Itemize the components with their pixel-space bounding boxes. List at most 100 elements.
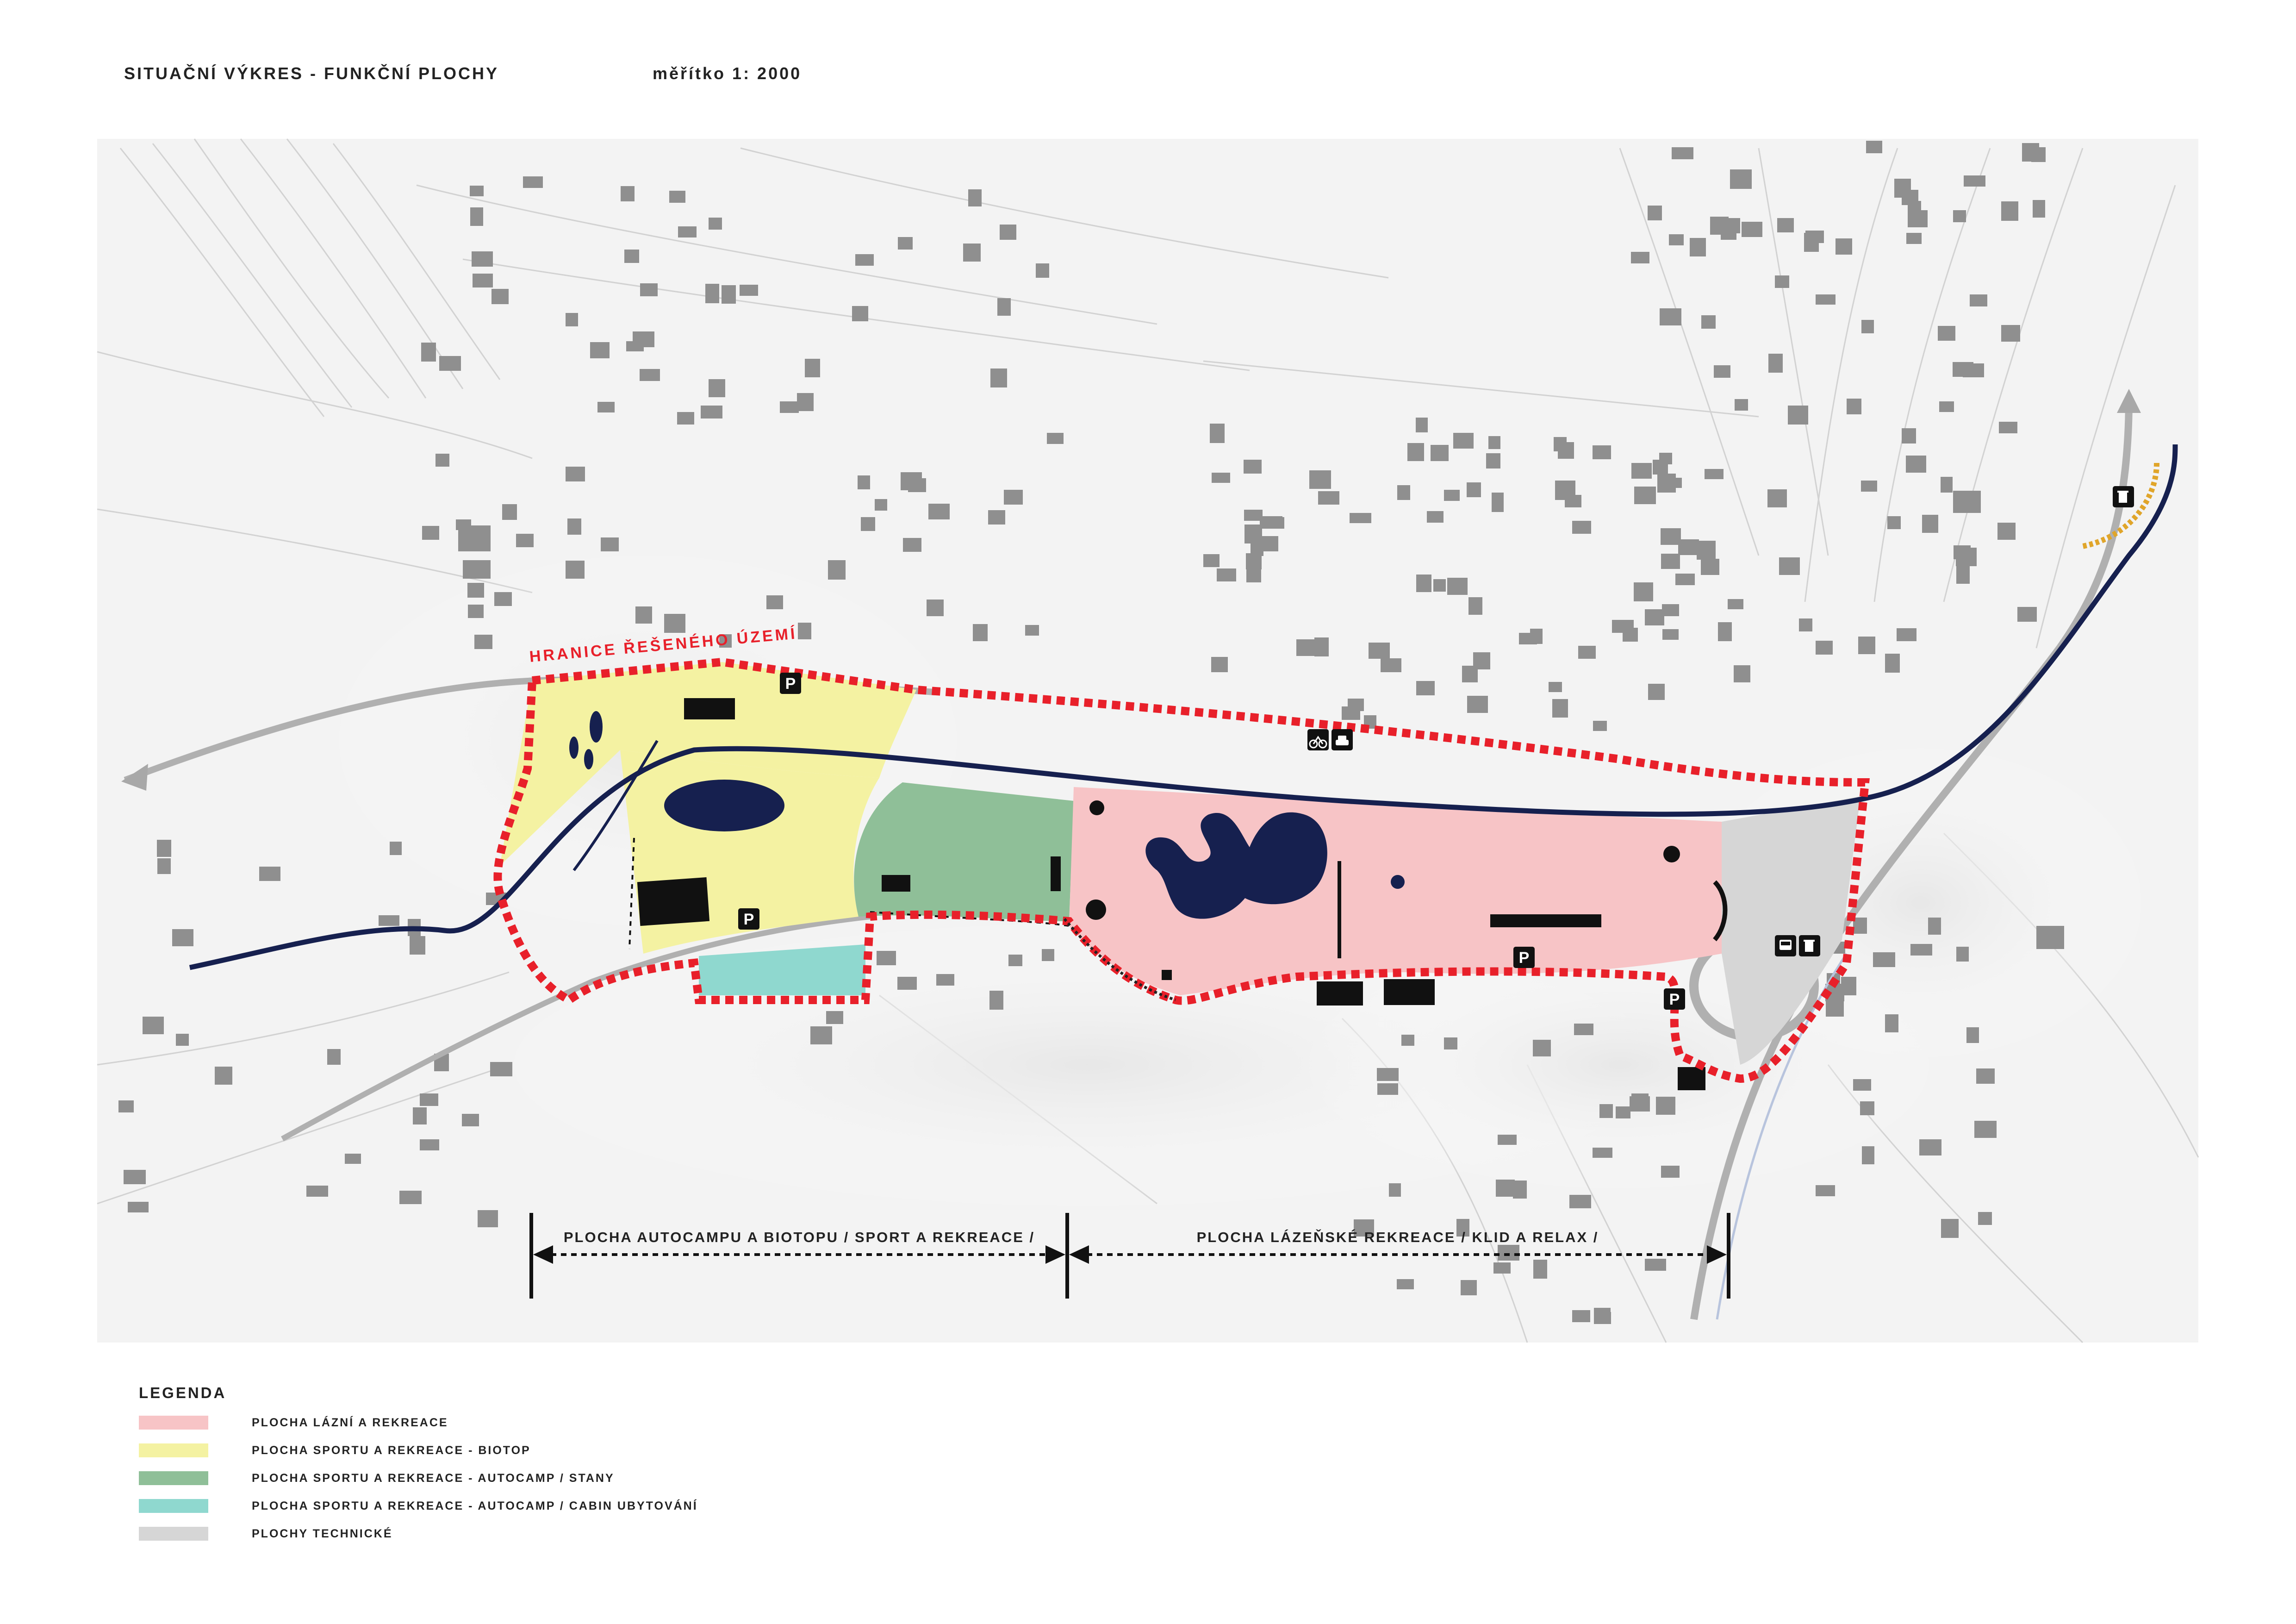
svg-text:P: P xyxy=(744,911,754,928)
existing-building xyxy=(1734,665,1750,682)
legend-item: PLOCHA SPORTU A REKREACE - AUTOCAMP / ST… xyxy=(139,1470,615,1487)
cadastral-lines xyxy=(97,138,2199,1343)
existing-building xyxy=(1348,699,1364,711)
existing-building xyxy=(1447,578,1468,595)
existing-building xyxy=(678,226,697,237)
existing-building xyxy=(1416,575,1431,592)
existing-building xyxy=(2001,325,2020,342)
existing-building xyxy=(740,285,758,296)
existing-building xyxy=(1847,399,1861,414)
existing-building xyxy=(468,605,484,618)
existing-building xyxy=(1653,460,1668,475)
existing-building xyxy=(1578,646,1596,659)
existing-building xyxy=(1724,218,1740,233)
existing-building xyxy=(1953,491,1981,513)
existing-building xyxy=(1453,433,1474,449)
existing-building xyxy=(1662,629,1679,640)
existing-building xyxy=(1902,428,1916,443)
existing-building xyxy=(379,915,399,926)
existing-building xyxy=(1970,294,1987,306)
existing-building xyxy=(1211,657,1228,672)
existing-building xyxy=(1656,1097,1675,1115)
existing-building xyxy=(968,189,982,206)
biotope-pond xyxy=(664,780,784,831)
existing-building xyxy=(997,298,1011,316)
existing-building xyxy=(1261,536,1278,551)
existing-building xyxy=(1858,637,1875,654)
existing-building xyxy=(1004,490,1023,505)
svg-text:P: P xyxy=(1669,991,1680,1008)
existing-building xyxy=(1593,721,1607,731)
existing-building xyxy=(1648,206,1662,220)
existing-building xyxy=(1555,481,1575,500)
existing-building xyxy=(1630,1096,1650,1112)
waste-bin-icon xyxy=(2113,486,2134,507)
existing-building xyxy=(719,634,732,648)
existing-building xyxy=(327,1049,341,1065)
existing-building xyxy=(1906,456,1926,473)
existing-building xyxy=(1735,399,1748,411)
existing-building xyxy=(1799,618,1812,631)
existing-building xyxy=(1910,944,1932,956)
existing-building xyxy=(1558,442,1574,459)
existing-building xyxy=(1533,1260,1547,1279)
existing-building xyxy=(345,1154,361,1164)
legend-swatch xyxy=(139,1416,208,1430)
car-icon xyxy=(1332,729,1353,750)
existing-building xyxy=(1533,1040,1551,1056)
existing-building xyxy=(1657,474,1676,493)
existing-building xyxy=(566,467,585,481)
existing-building xyxy=(1662,604,1679,616)
collection-point-arc xyxy=(2082,462,2159,549)
existing-building xyxy=(492,289,509,304)
existing-building xyxy=(705,284,719,303)
existing-building xyxy=(1997,523,2016,540)
existing-building xyxy=(463,560,491,579)
existing-building xyxy=(478,1210,498,1227)
existing-building xyxy=(1593,445,1611,459)
existing-building xyxy=(989,991,1003,1010)
existing-building xyxy=(1675,574,1695,585)
existing-building xyxy=(1456,1219,1469,1237)
existing-building xyxy=(2031,147,2046,162)
existing-building xyxy=(470,207,483,226)
legend-swatch xyxy=(139,1443,208,1457)
map-scale: měřítko 1: 2000 xyxy=(653,64,802,83)
existing-building xyxy=(1974,1121,1997,1138)
existing-building xyxy=(1645,1259,1666,1271)
existing-building xyxy=(1427,511,1444,523)
existing-building xyxy=(413,1107,427,1124)
map-title: SITUAČNÍ VÝKRES - FUNKČNÍ PLOCHY xyxy=(124,64,499,83)
section-label-autocamp: PLOCHA AUTOCAMPU A BIOTOPU / SPORT A REK… xyxy=(564,1229,1035,1245)
existing-building xyxy=(1634,582,1653,601)
existing-building xyxy=(458,525,491,551)
existing-building xyxy=(1486,453,1500,468)
existing-building xyxy=(633,331,654,347)
existing-building xyxy=(797,393,814,411)
existing-building xyxy=(1928,918,1941,935)
existing-building xyxy=(1861,481,1877,492)
existing-building xyxy=(1956,566,1970,584)
existing-building xyxy=(988,510,1005,525)
existing-building xyxy=(1661,554,1680,569)
existing-building xyxy=(640,369,660,381)
existing-building xyxy=(669,191,685,203)
existing-building xyxy=(462,1114,479,1126)
legend-label: PLOCHA SPORTU A REKREACE - AUTOCAMP / CA… xyxy=(252,1499,698,1512)
parking-icon: P xyxy=(780,673,801,694)
existing-building xyxy=(928,504,950,519)
existing-building xyxy=(1263,516,1282,526)
path-dashed xyxy=(628,837,635,949)
existing-building xyxy=(1804,233,1819,252)
legend-label: PLOCHY TECHNICKÉ xyxy=(252,1527,393,1540)
existing-building xyxy=(1462,666,1478,682)
existing-building xyxy=(1350,513,1371,523)
legend-item: PLOCHA LÁZNÍ A REKREACE xyxy=(139,1414,448,1431)
existing-building xyxy=(516,534,534,547)
zone-autocamp-cabins xyxy=(699,944,865,995)
existing-building xyxy=(1377,1083,1398,1095)
existing-building xyxy=(399,1191,422,1204)
existing-building xyxy=(157,840,171,857)
existing-building xyxy=(1978,1212,1992,1225)
parking-icon: P xyxy=(738,908,759,930)
